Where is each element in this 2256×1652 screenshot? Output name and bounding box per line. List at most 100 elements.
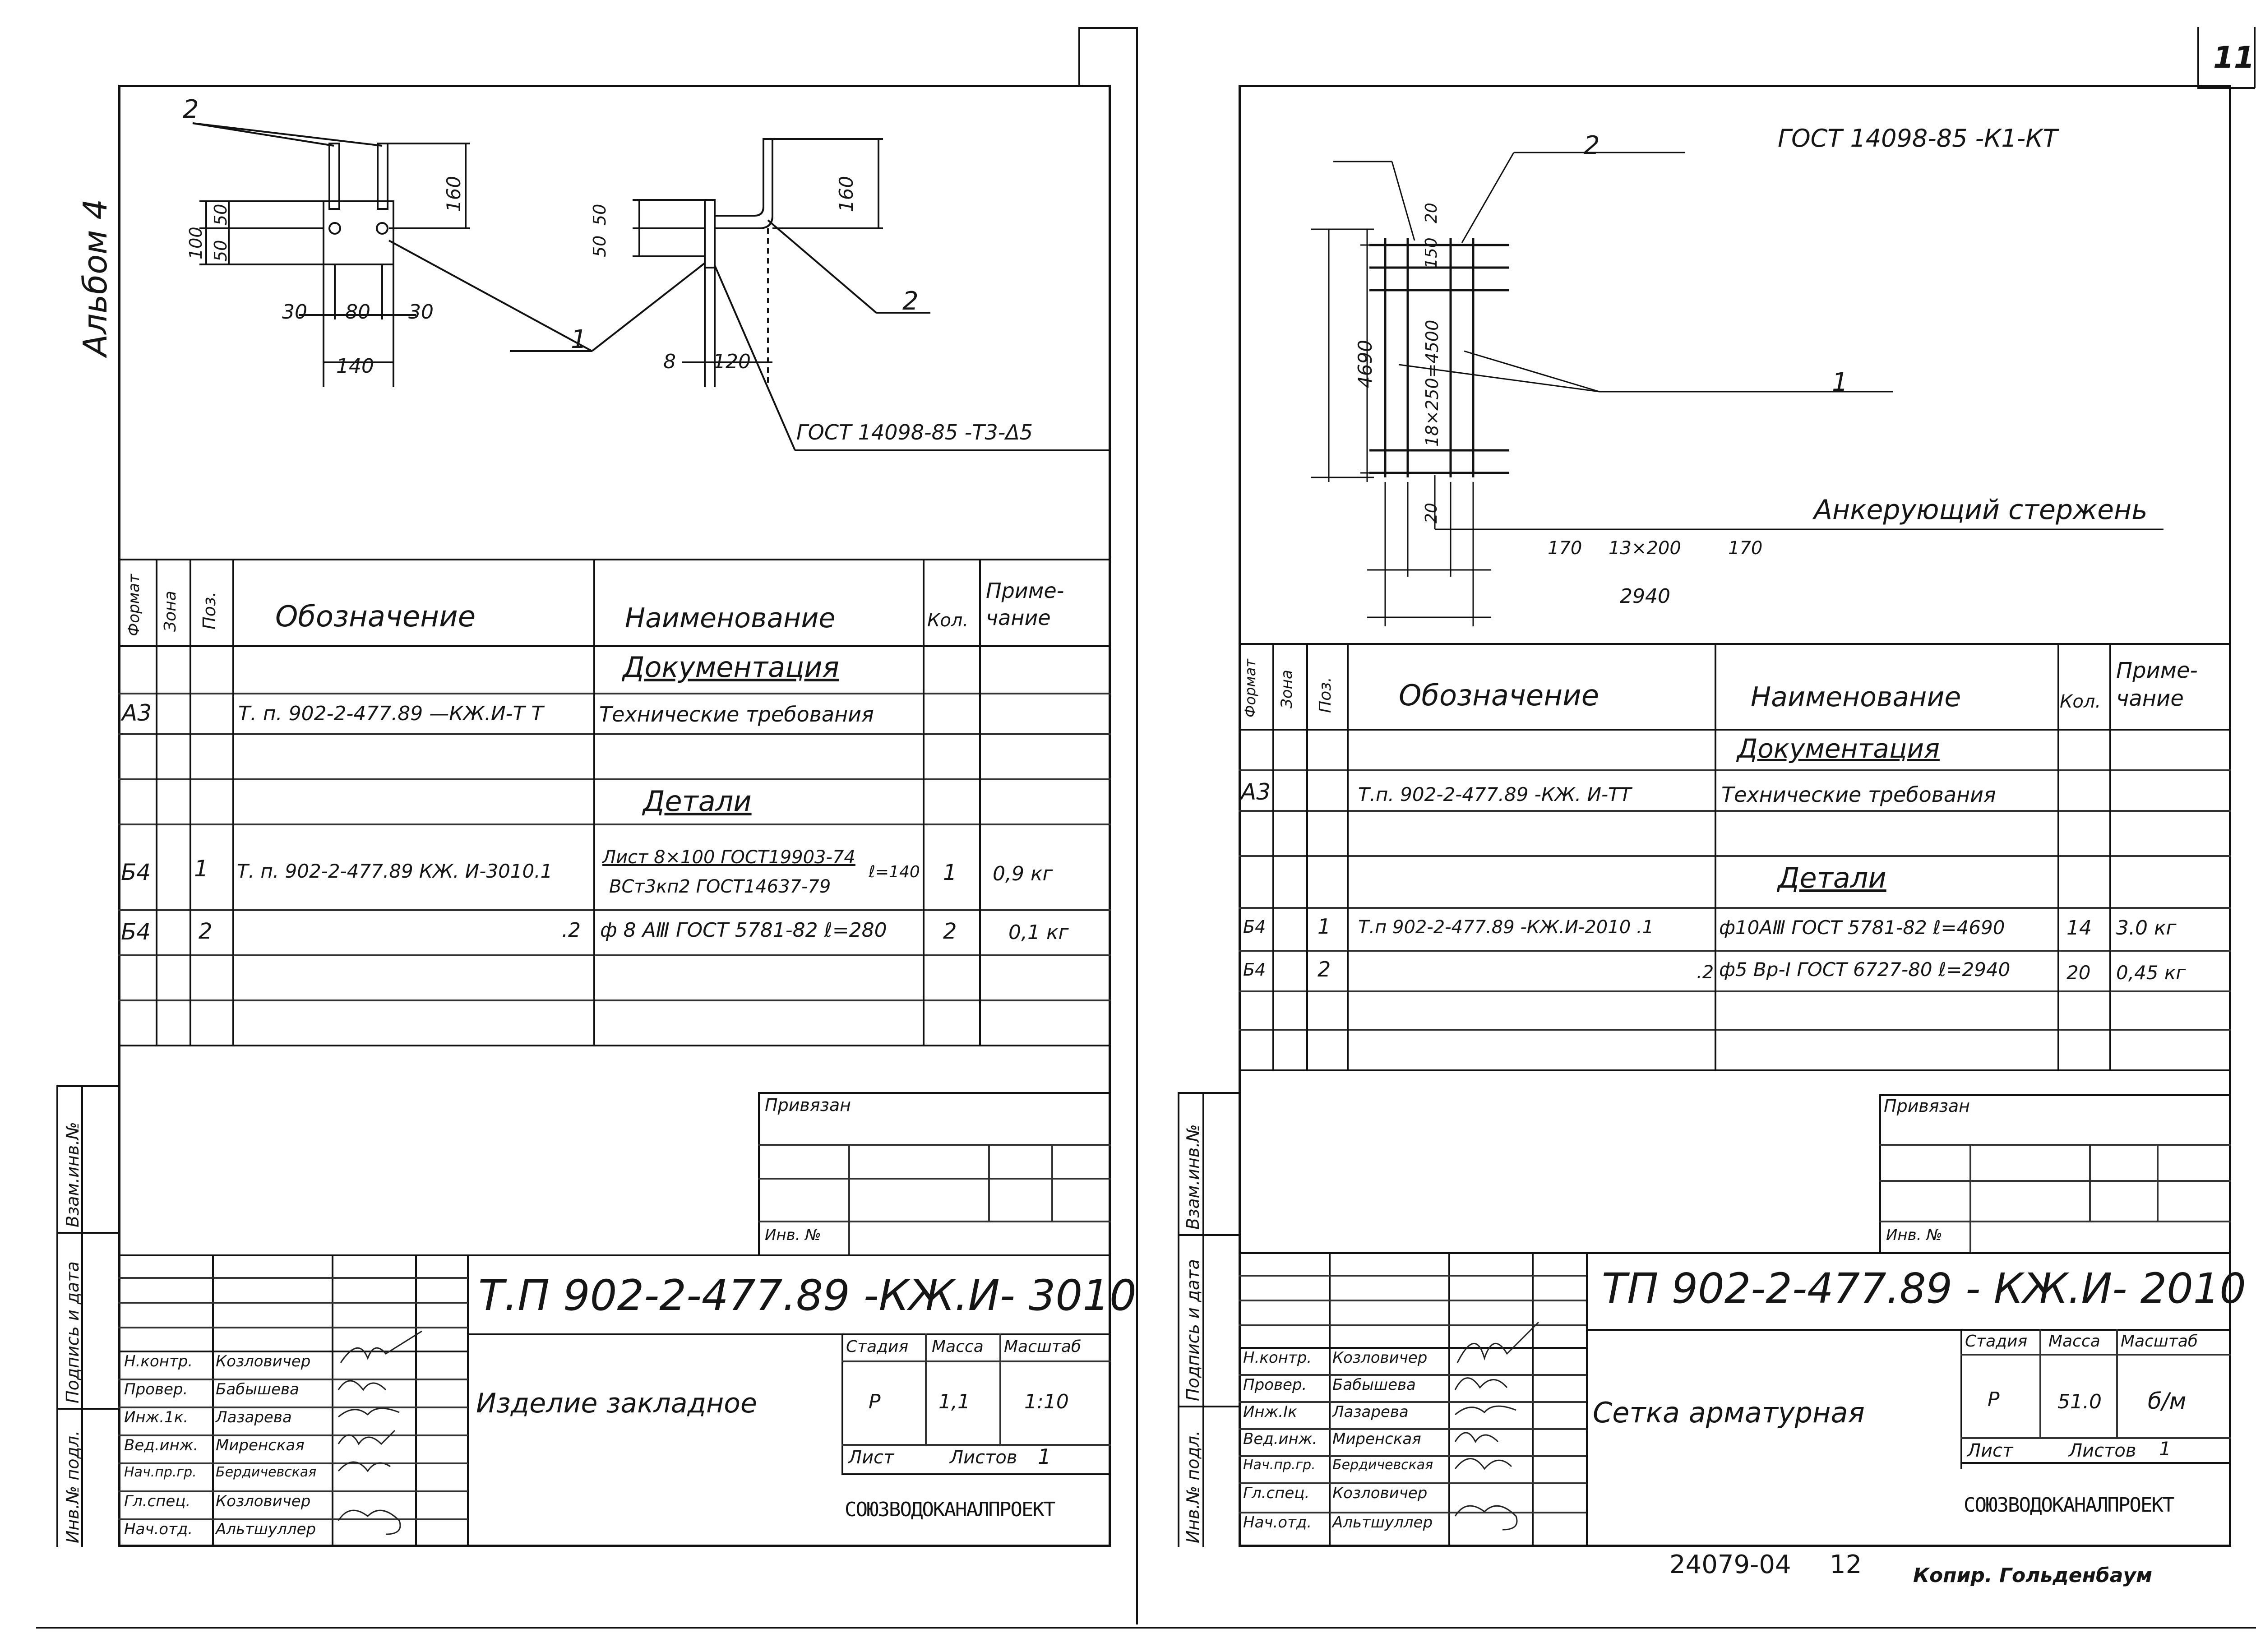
right-spec-row6 [1239, 990, 2231, 992]
left-dim-100: 100 [186, 227, 206, 259]
left-stamp-top [118, 1254, 1111, 1256]
right-stamp-col-a [1329, 1252, 1331, 1547]
left-row2-pos: 2 [199, 919, 213, 944]
left-side-strip-inner [81, 1085, 83, 1547]
left-leader-label-2: 2 [902, 287, 919, 316]
left-spec-section-parts: Детали [643, 785, 752, 818]
right-stamp-grid3 [1239, 1324, 1586, 1326]
left-name-1: Бабышева [216, 1380, 299, 1398]
left-spec-col1 [156, 559, 157, 1046]
left-row2-format: Б4 [121, 919, 151, 945]
right-stamp-sheets-h: Листов [2069, 1440, 2136, 1461]
left-dim-80: 80 [345, 301, 370, 324]
right-stamp-col-b [1448, 1252, 1450, 1547]
right-stamp-grid5 [1239, 1374, 1586, 1376]
right-stamp-scale-col [2116, 1329, 2118, 1437]
right-attached-c1 [1969, 1144, 1971, 1252]
right-attached-left [1879, 1094, 1881, 1252]
right-spec-row1 [1239, 769, 2231, 771]
left-stamp-grid8 [118, 1462, 468, 1464]
right-dim-20-bottom: 20 [1422, 503, 1441, 523]
right-row2-format: Б4 [1243, 960, 1266, 980]
left-stamp-sheet-h: Лист [848, 1447, 894, 1468]
left-attached-c3 [1051, 1144, 1053, 1221]
left-name-0: Козловичер [216, 1352, 311, 1370]
left-row1-name-1: Лист 8×100 ГОСТ19903-74 [602, 847, 855, 868]
page-number-box-right [2254, 27, 2256, 88]
right-name-6: Альтшуллер [1332, 1513, 1433, 1532]
left-doc-name: Технические требования [599, 702, 874, 727]
left-spec-header-bottom [118, 645, 1111, 647]
right-spec-h-name: Наименование [1751, 681, 1961, 713]
left-row2-note: 0,1 кг [1008, 921, 1069, 944]
right-spec-h-pos: Поз. [1316, 677, 1335, 713]
left-row2-name: ф 8 АⅢ ГОСТ 5781-82 ℓ=280 [600, 919, 887, 942]
left-dim-label-2: 2 [183, 95, 199, 124]
right-name-0: Козловичер [1332, 1349, 1428, 1367]
left-side-strip [56, 1085, 58, 1547]
right-spec-col3 [1347, 643, 1349, 1069]
left-stamp-code-bottom [467, 1333, 1111, 1335]
left-attached-r2 [758, 1178, 1111, 1180]
right-spec-bottom [1239, 1069, 2231, 1071]
left-dim-160: 160 [443, 176, 465, 212]
left-spec-row7 [118, 1000, 1111, 1001]
right-stamp-code: ТП 902-2-477.89 - КЖ.И- 2010 [1602, 1264, 2246, 1313]
left-stamp-mass-h: Масса [932, 1337, 984, 1356]
left-stamp-mass: 1,1 [938, 1390, 970, 1413]
right-stamp-col-d [1586, 1252, 1588, 1547]
right-mesh-drawing [1239, 85, 2231, 649]
footer-copied-by: Копир. Гольденбаум [1913, 1564, 2153, 1587]
right-spec-h-format: Формат [1242, 659, 1259, 717]
right-stamp-grid1 [1239, 1275, 1586, 1277]
right-dim-170b: 170 [1728, 538, 1763, 559]
right-stamp-scale: б/м [2148, 1388, 2187, 1414]
right-attached-r2 [1879, 1180, 2231, 1182]
right-anchor-label: Анкерующий стержень [1814, 494, 2148, 526]
left-stamp-head-row [841, 1360, 1111, 1362]
left-side-strip-top [56, 1085, 120, 1087]
right-name-2: Лазарева [1332, 1403, 1409, 1421]
left-stamp-grid2 [118, 1302, 468, 1304]
right-stamp-col-c [1532, 1252, 1534, 1547]
left-inv-label: Инв. № [765, 1226, 821, 1244]
left-side-label-3: Инв.№ подл. [63, 1430, 83, 1543]
left-stamp-grid1 [118, 1277, 468, 1279]
right-stamp-mass-h: Масса [2048, 1332, 2100, 1351]
left-stamp-stage-col [841, 1333, 843, 1473]
right-doc-format: А3 [1241, 779, 1271, 805]
right-role-0: Н.контр. [1243, 1349, 1312, 1367]
right-dim-2940: 2940 [1620, 585, 1670, 608]
right-name-4: Бердичевская [1332, 1457, 1433, 1473]
right-dim-150: 150 [1422, 237, 1441, 268]
right-doc-designation: Т.п. 902-2-477.89 -КЖ. И-ТТ [1358, 783, 1632, 805]
left-attached-top [758, 1092, 1111, 1094]
right-sheet-frame [1239, 85, 2231, 1547]
right-role-1: Провер. [1243, 1376, 1307, 1394]
left-stamp-grid5 [118, 1379, 468, 1380]
left-stamp-col-a [212, 1254, 214, 1547]
left-top-edge [1078, 27, 1080, 86]
page-number-box-left [2197, 27, 2199, 88]
left-spec-row6 [118, 954, 1111, 956]
left-spec-row2 [118, 733, 1111, 735]
right-spec-h-designation: Обозначение [1399, 679, 1600, 713]
left-spec-col6 [979, 559, 981, 1046]
right-row1-name: ф10АⅢ ГОСТ 5781-82 ℓ=4690 [1719, 916, 2005, 939]
right-side-strip-top [1178, 1092, 1241, 1094]
left-doc-format: А3 [122, 700, 152, 726]
right-doc-name: Технические требования [1721, 782, 1996, 807]
left-name-5: Козловичер [216, 1492, 311, 1510]
right-spec-col1 [1272, 643, 1274, 1069]
page-number-box-bottom [2197, 87, 2255, 89]
left-spec-col4 [593, 559, 595, 1046]
right-side-label-1: Взам.инв.№ [1183, 1124, 1203, 1230]
right-spec-top [1239, 643, 2231, 645]
right-stamp-mass-col [2039, 1329, 2041, 1437]
left-side-dim-8: 8 [663, 350, 676, 373]
right-spec-h-zone: Зона [1278, 670, 1296, 708]
left-signatures [332, 1322, 431, 1548]
left-stamp-scale: 1:10 [1024, 1390, 1069, 1413]
left-side-label-2: Подпись и дата [63, 1261, 83, 1403]
right-stamp-code-bottom [1586, 1329, 2231, 1331]
